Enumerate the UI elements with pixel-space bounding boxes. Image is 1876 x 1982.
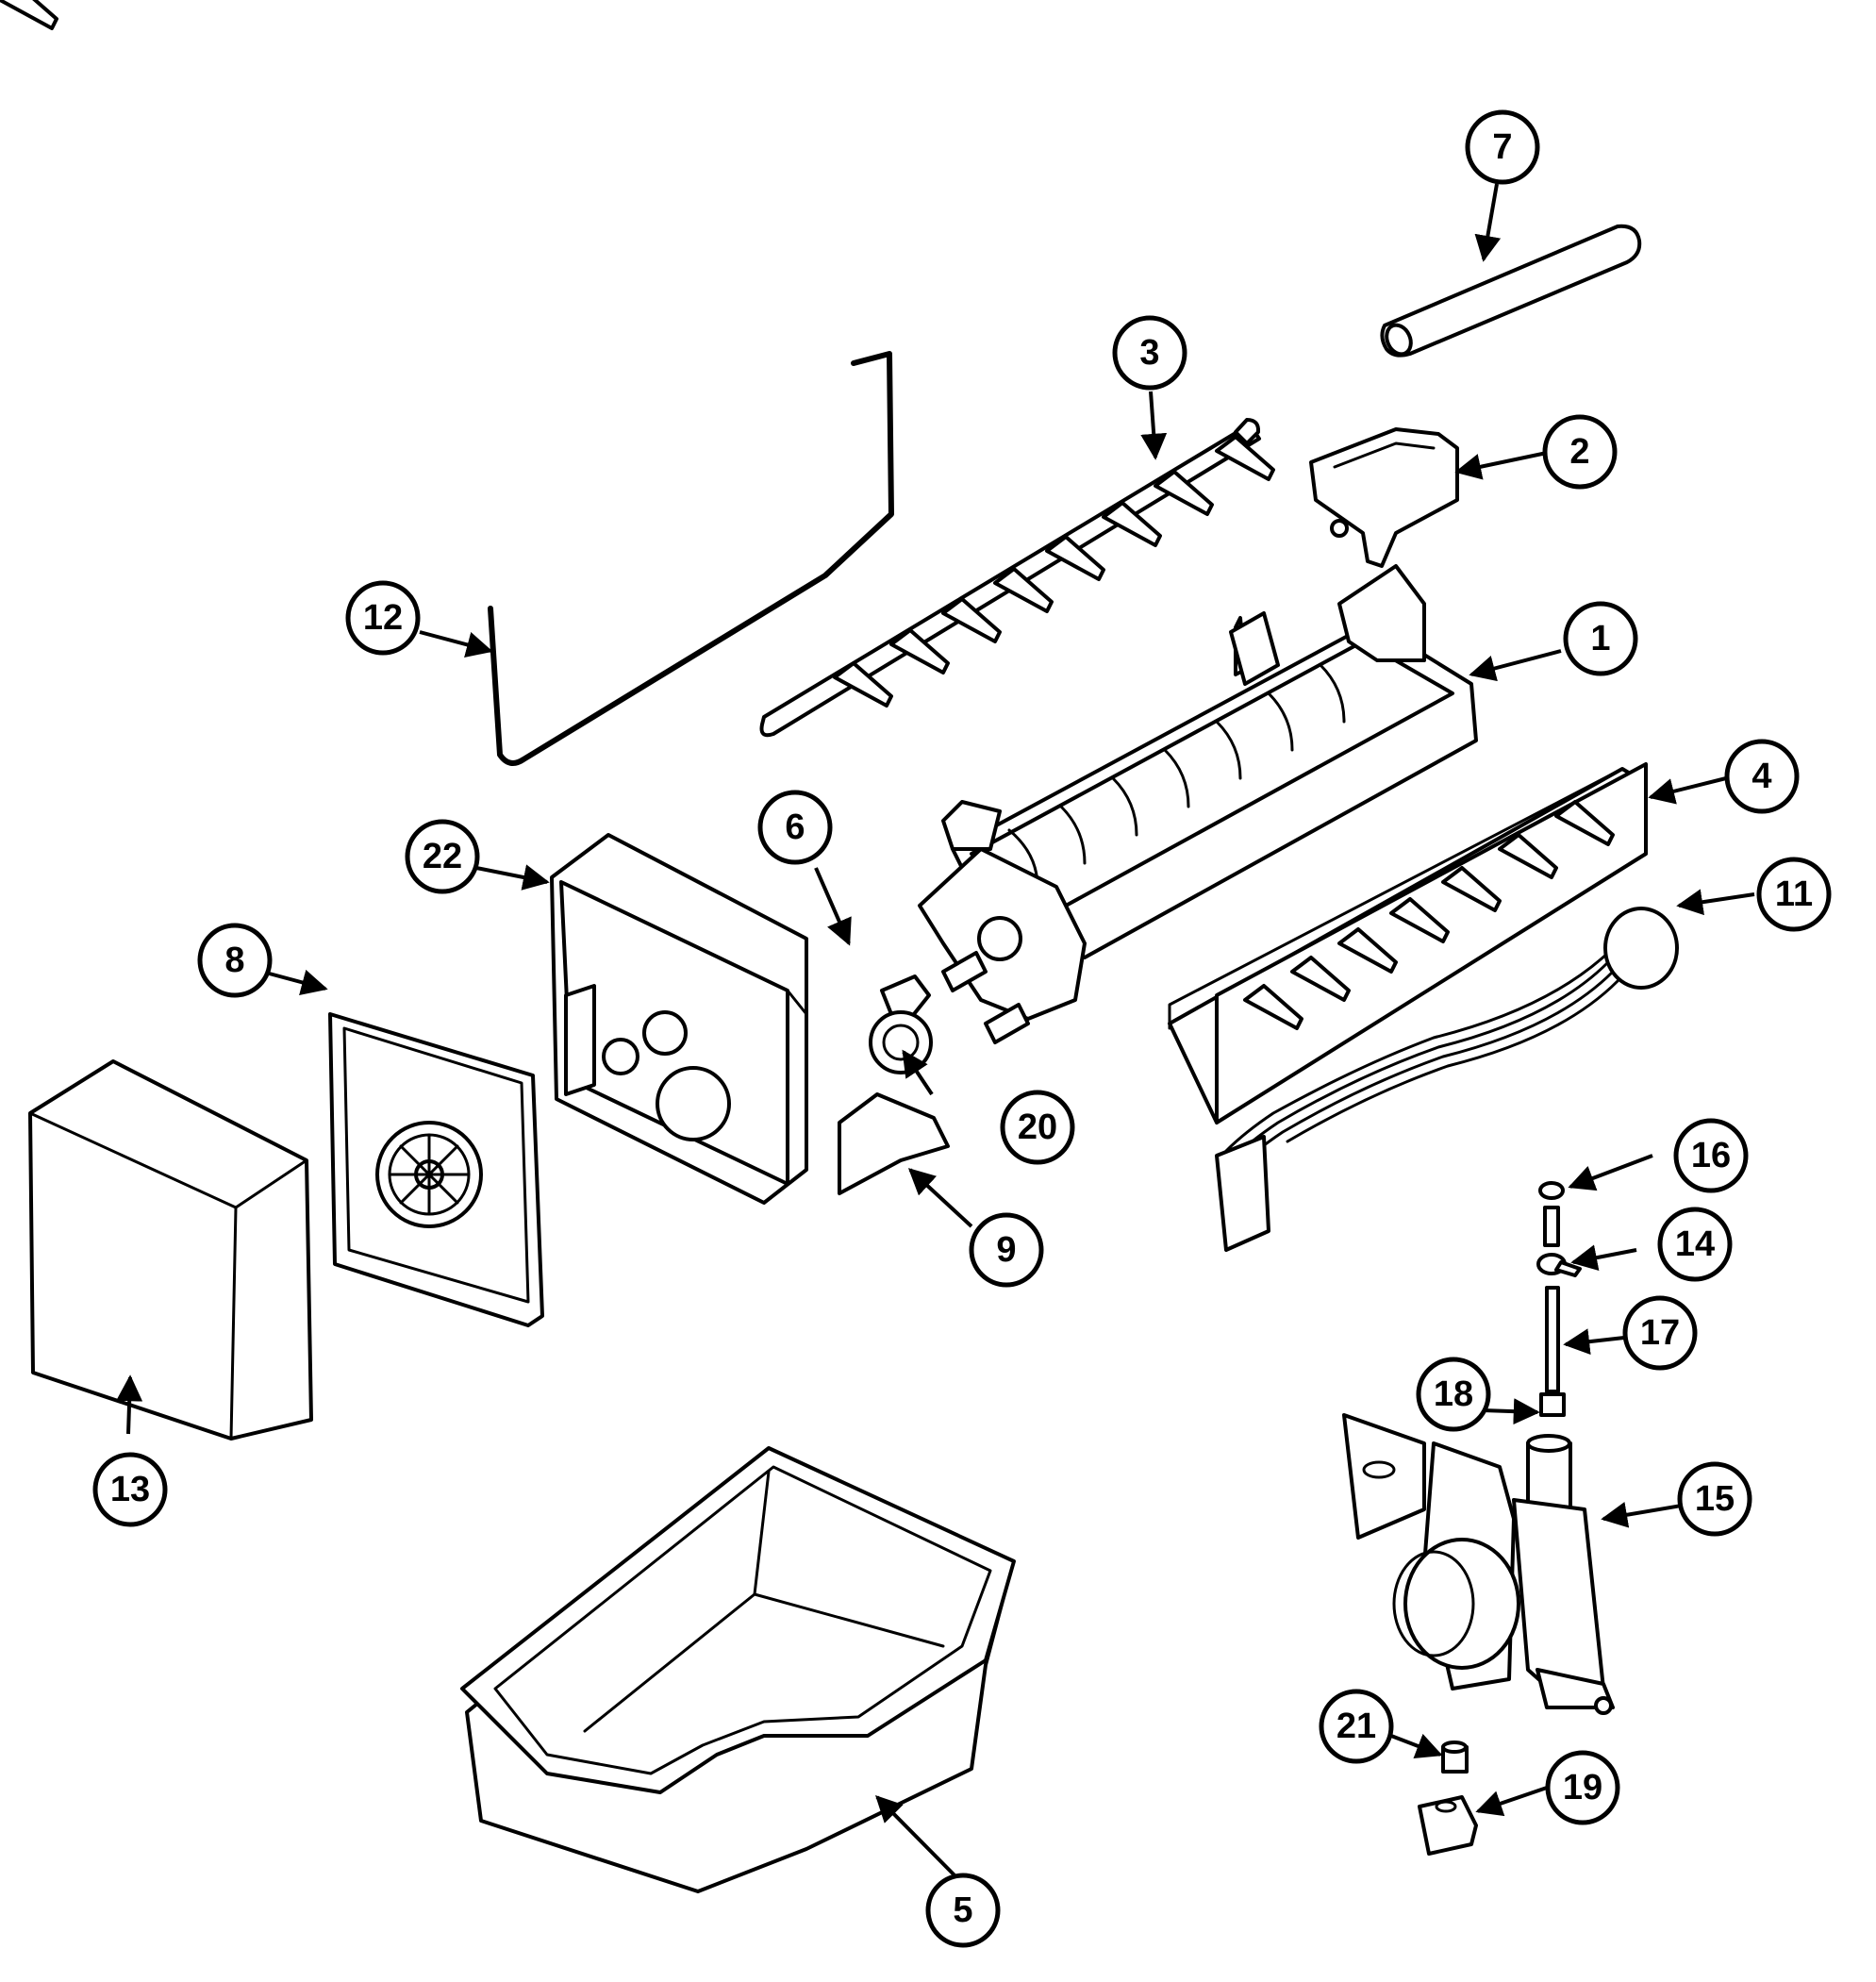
svg-text:18: 18 — [1434, 1374, 1473, 1414]
callout-19: 19 — [1545, 1750, 1620, 1825]
part-11-wire-harness — [1215, 907, 1679, 1252]
part-8-gear-plate — [328, 1012, 544, 1327]
svg-text:11: 11 — [1775, 874, 1813, 914]
part-4-stripper — [1168, 762, 1648, 1124]
callout-22: 22 — [405, 819, 480, 894]
callout-8: 8 — [197, 923, 273, 998]
svg-text:15: 15 — [1695, 1479, 1735, 1519]
callout-9: 9 — [969, 1212, 1044, 1288]
svg-text:9: 9 — [996, 1230, 1016, 1270]
part-1-mold — [918, 564, 1478, 1021]
svg-text:3: 3 — [1139, 333, 1159, 373]
svg-text:1: 1 — [1590, 619, 1610, 658]
svg-text:5: 5 — [953, 1890, 972, 1930]
part-7-tube — [1380, 224, 1642, 358]
svg-text:19: 19 — [1563, 1768, 1602, 1807]
svg-text:12: 12 — [363, 598, 403, 638]
part-2-bracket — [1309, 427, 1459, 568]
part-16-fitting — [1538, 1181, 1565, 1247]
callout-2: 2 — [1542, 414, 1618, 490]
callout-1: 1 — [1563, 601, 1638, 676]
part-15-water-valve — [1342, 1413, 1615, 1715]
callout-7: 7 — [1465, 109, 1540, 185]
callout-12: 12 — [345, 580, 421, 656]
part-5-ice-bucket — [460, 1446, 1016, 1893]
part-17-tube — [1545, 1286, 1560, 1393]
part-14-clamp — [1536, 1253, 1582, 1277]
callout-6: 6 — [757, 790, 833, 865]
part-6-clip — [880, 974, 931, 1021]
part-3-ejector-shaft — [0, 0, 1275, 738]
leader-lines — [116, 183, 1755, 1885]
part-9-bracket — [838, 1092, 950, 1195]
callout-5: 5 — [925, 1873, 1001, 1948]
part-13-cover — [28, 1059, 313, 1441]
svg-text:6: 6 — [785, 808, 805, 847]
callout-18: 18 — [1416, 1357, 1491, 1432]
part-21-nut — [1441, 1740, 1469, 1774]
svg-text:13: 13 — [110, 1470, 150, 1509]
callout-3: 3 — [1112, 315, 1187, 391]
part-12-shutoff-arm — [488, 351, 894, 766]
callout-21: 21 — [1319, 1689, 1394, 1764]
callout-11: 11 — [1756, 857, 1832, 932]
callout-16: 16 — [1673, 1118, 1749, 1193]
svg-text:8: 8 — [224, 941, 244, 980]
callout-15: 15 — [1677, 1461, 1752, 1537]
callout-17: 17 — [1622, 1295, 1698, 1371]
svg-text:7: 7 — [1492, 127, 1512, 167]
svg-text:2: 2 — [1569, 432, 1589, 472]
svg-text:17: 17 — [1640, 1313, 1680, 1353]
part-19-hex-fitting — [1418, 1795, 1478, 1856]
svg-text:4: 4 — [1751, 757, 1771, 796]
svg-text:20: 20 — [1018, 1108, 1057, 1147]
callout-13: 13 — [92, 1452, 168, 1527]
svg-text:16: 16 — [1691, 1136, 1731, 1175]
callout-20: 20 — [1000, 1090, 1075, 1165]
callout-4: 4 — [1724, 739, 1800, 814]
part-18-nut — [1539, 1392, 1566, 1417]
callout-14: 14 — [1657, 1207, 1733, 1282]
svg-text:14: 14 — [1675, 1224, 1715, 1264]
part-22-housing — [550, 833, 808, 1205]
svg-text:21: 21 — [1336, 1707, 1376, 1746]
svg-text:22: 22 — [423, 837, 462, 876]
